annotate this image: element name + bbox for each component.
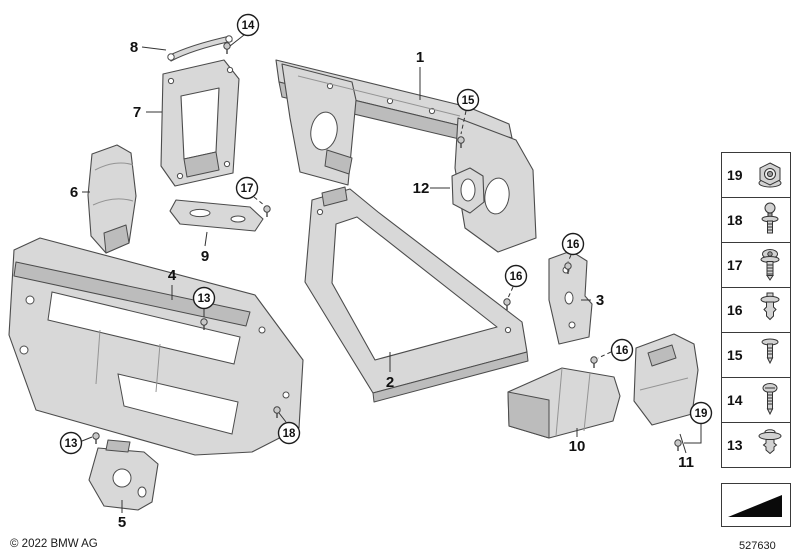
svg-text:14: 14 bbox=[242, 20, 255, 32]
callout-9[interactable]: 9 bbox=[201, 231, 209, 265]
callout-16b[interactable]: 16 bbox=[504, 264, 528, 299]
screw-mark bbox=[457, 136, 465, 148]
screw-mark bbox=[263, 205, 271, 217]
callout-19[interactable]: 19 bbox=[684, 401, 713, 444]
part-4-front-panel bbox=[8, 237, 304, 456]
expansion-rivet-icon bbox=[749, 291, 790, 329]
callout-3[interactable]: 3 bbox=[581, 292, 604, 309]
copyright-text: © 2022 BMW AG bbox=[10, 538, 98, 550]
callout-12[interactable]: 12 bbox=[413, 180, 450, 197]
legend-row-17[interactable]: 17 bbox=[721, 242, 791, 288]
rivet-mark bbox=[590, 356, 598, 368]
callout-6[interactable]: 6 bbox=[70, 184, 90, 201]
part-11-air-duct-right bbox=[633, 333, 699, 426]
svg-text:13: 13 bbox=[65, 438, 78, 450]
flange-nut-icon bbox=[749, 157, 790, 193]
svg-text:15: 15 bbox=[462, 95, 475, 107]
push-clip-icon bbox=[749, 426, 790, 464]
fastener-legend: 19 18 bbox=[721, 152, 791, 468]
legend-row-13[interactable]: 13 bbox=[721, 422, 791, 468]
svg-text:6: 6 bbox=[70, 184, 78, 201]
svg-text:13: 13 bbox=[198, 293, 211, 305]
svg-text:16: 16 bbox=[616, 345, 629, 357]
rivet-mark bbox=[503, 298, 511, 310]
callout-7[interactable]: 7 bbox=[133, 104, 162, 121]
svg-text:4: 4 bbox=[168, 267, 177, 284]
stud-mark bbox=[273, 406, 281, 418]
part-10-air-duct-center bbox=[507, 367, 621, 439]
legend-row-18[interactable]: 18 bbox=[721, 197, 791, 243]
part-12-bracket bbox=[451, 167, 485, 214]
part-5-lower-bracket bbox=[88, 439, 159, 511]
clip-mark bbox=[92, 432, 100, 444]
direction-indicator bbox=[721, 483, 791, 527]
torx-screw-icon bbox=[749, 246, 790, 284]
legend-number: 15 bbox=[727, 347, 743, 363]
part-7-bracket-holder bbox=[160, 59, 240, 187]
svg-text:8: 8 bbox=[130, 39, 138, 56]
callout-5[interactable]: 5 bbox=[118, 500, 126, 531]
svg-text:5: 5 bbox=[118, 514, 126, 531]
rivet-mark bbox=[564, 262, 572, 274]
legend-number: 13 bbox=[727, 437, 743, 453]
svg-text:18: 18 bbox=[283, 428, 296, 440]
part-2-lower-frame bbox=[304, 186, 529, 403]
legend-number: 17 bbox=[727, 257, 743, 273]
legend-row-16[interactable]: 16 bbox=[721, 287, 791, 333]
legend-row-19[interactable]: 19 bbox=[721, 152, 791, 198]
callout-1[interactable]: 1 bbox=[416, 49, 424, 100]
callout-16a[interactable]: 16 bbox=[561, 232, 585, 263]
legend-row-14[interactable]: 14 bbox=[721, 377, 791, 423]
legend-number: 14 bbox=[727, 392, 743, 408]
legend-row-15[interactable]: 15 bbox=[721, 332, 791, 378]
svg-text:1: 1 bbox=[416, 49, 424, 66]
callout-2[interactable]: 2 bbox=[386, 352, 394, 391]
legend-number: 16 bbox=[727, 302, 743, 318]
ball-stud-icon bbox=[749, 201, 790, 239]
svg-text:19: 19 bbox=[695, 408, 708, 420]
svg-text:17: 17 bbox=[241, 183, 254, 195]
callout-10[interactable]: 10 bbox=[569, 428, 586, 455]
callout-11[interactable]: 11 bbox=[678, 433, 694, 471]
legend-number: 19 bbox=[727, 167, 743, 183]
screw-icon bbox=[749, 381, 790, 419]
part-8-retaining-strap bbox=[167, 35, 233, 62]
svg-text:10: 10 bbox=[569, 438, 586, 455]
nut-mark bbox=[674, 439, 682, 451]
svg-text:3: 3 bbox=[596, 292, 604, 309]
legend-number: 18 bbox=[727, 212, 743, 228]
callout-16c[interactable]: 16 bbox=[597, 338, 634, 362]
svg-text:11: 11 bbox=[678, 454, 694, 471]
callout-13b[interactable]: 13 bbox=[59, 431, 93, 455]
part-1-upper-crossmember bbox=[275, 59, 537, 253]
callout-8[interactable]: 8 bbox=[130, 39, 167, 56]
blind-rivet-icon bbox=[749, 336, 790, 374]
svg-text:12: 12 bbox=[413, 180, 430, 197]
callout-14[interactable]: 14 bbox=[229, 13, 260, 47]
svg-text:2: 2 bbox=[386, 374, 394, 391]
svg-text:16: 16 bbox=[510, 271, 523, 283]
callout-18[interactable]: 18 bbox=[277, 412, 301, 445]
callout-13a[interactable]: 13 bbox=[192, 286, 216, 318]
diagram-number: 527630 bbox=[739, 540, 776, 552]
callout-17[interactable]: 17 bbox=[235, 176, 265, 206]
direction-wedge-icon bbox=[728, 495, 782, 517]
fastener-marks bbox=[92, 42, 682, 451]
part-9-bracket bbox=[169, 199, 264, 232]
svg-text:16: 16 bbox=[567, 239, 580, 251]
part-6-air-duct-left bbox=[87, 144, 137, 254]
callout-15[interactable]: 15 bbox=[456, 88, 480, 135]
screw-mark bbox=[223, 42, 231, 54]
clip-mark bbox=[200, 318, 208, 330]
callouts: 14 8 1 15 7 12 bbox=[59, 13, 713, 531]
callout-4[interactable]: 4 bbox=[168, 267, 177, 300]
svg-text:7: 7 bbox=[133, 104, 141, 121]
svg-text:9: 9 bbox=[201, 248, 209, 265]
